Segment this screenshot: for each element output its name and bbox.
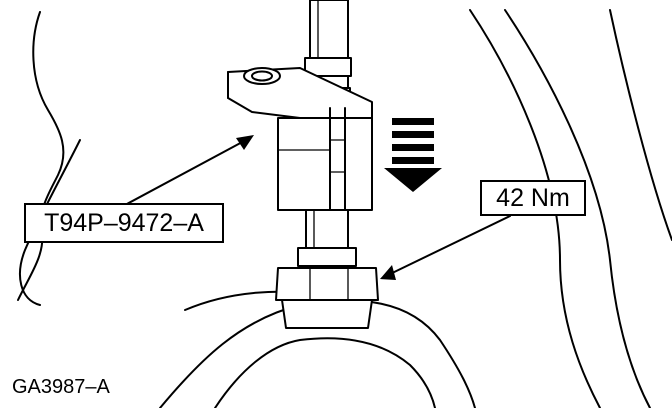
tool-number-text: T94P–9472–A [44,208,204,237]
tool-body [277,117,373,211]
right-panel-curve-3 [609,9,672,241]
tool-number-callout: T94P–9472–A [24,203,224,243]
torque-text: 42 Nm [496,183,570,212]
figure-id: GA3987–A [12,376,110,398]
right-panel-curve-2 [504,9,651,408]
lower-housing-inner [214,337,436,408]
tool-leader-arrowhead [236,135,254,150]
torque-callout: 42 Nm [480,180,586,216]
downward-direction-arrow [384,118,442,192]
hex-nut [275,267,379,301]
right-panel-curve-1 [469,9,601,408]
drive-shaft [309,0,349,59]
nut-flange [281,299,373,329]
left-body-contour [17,11,65,301]
torque-leader-line [385,215,511,277]
left-inner-contour [19,139,81,306]
tool-arm-hole [243,67,281,85]
tool-leader-line [111,139,247,213]
torque-leader-arrowhead [380,265,396,280]
